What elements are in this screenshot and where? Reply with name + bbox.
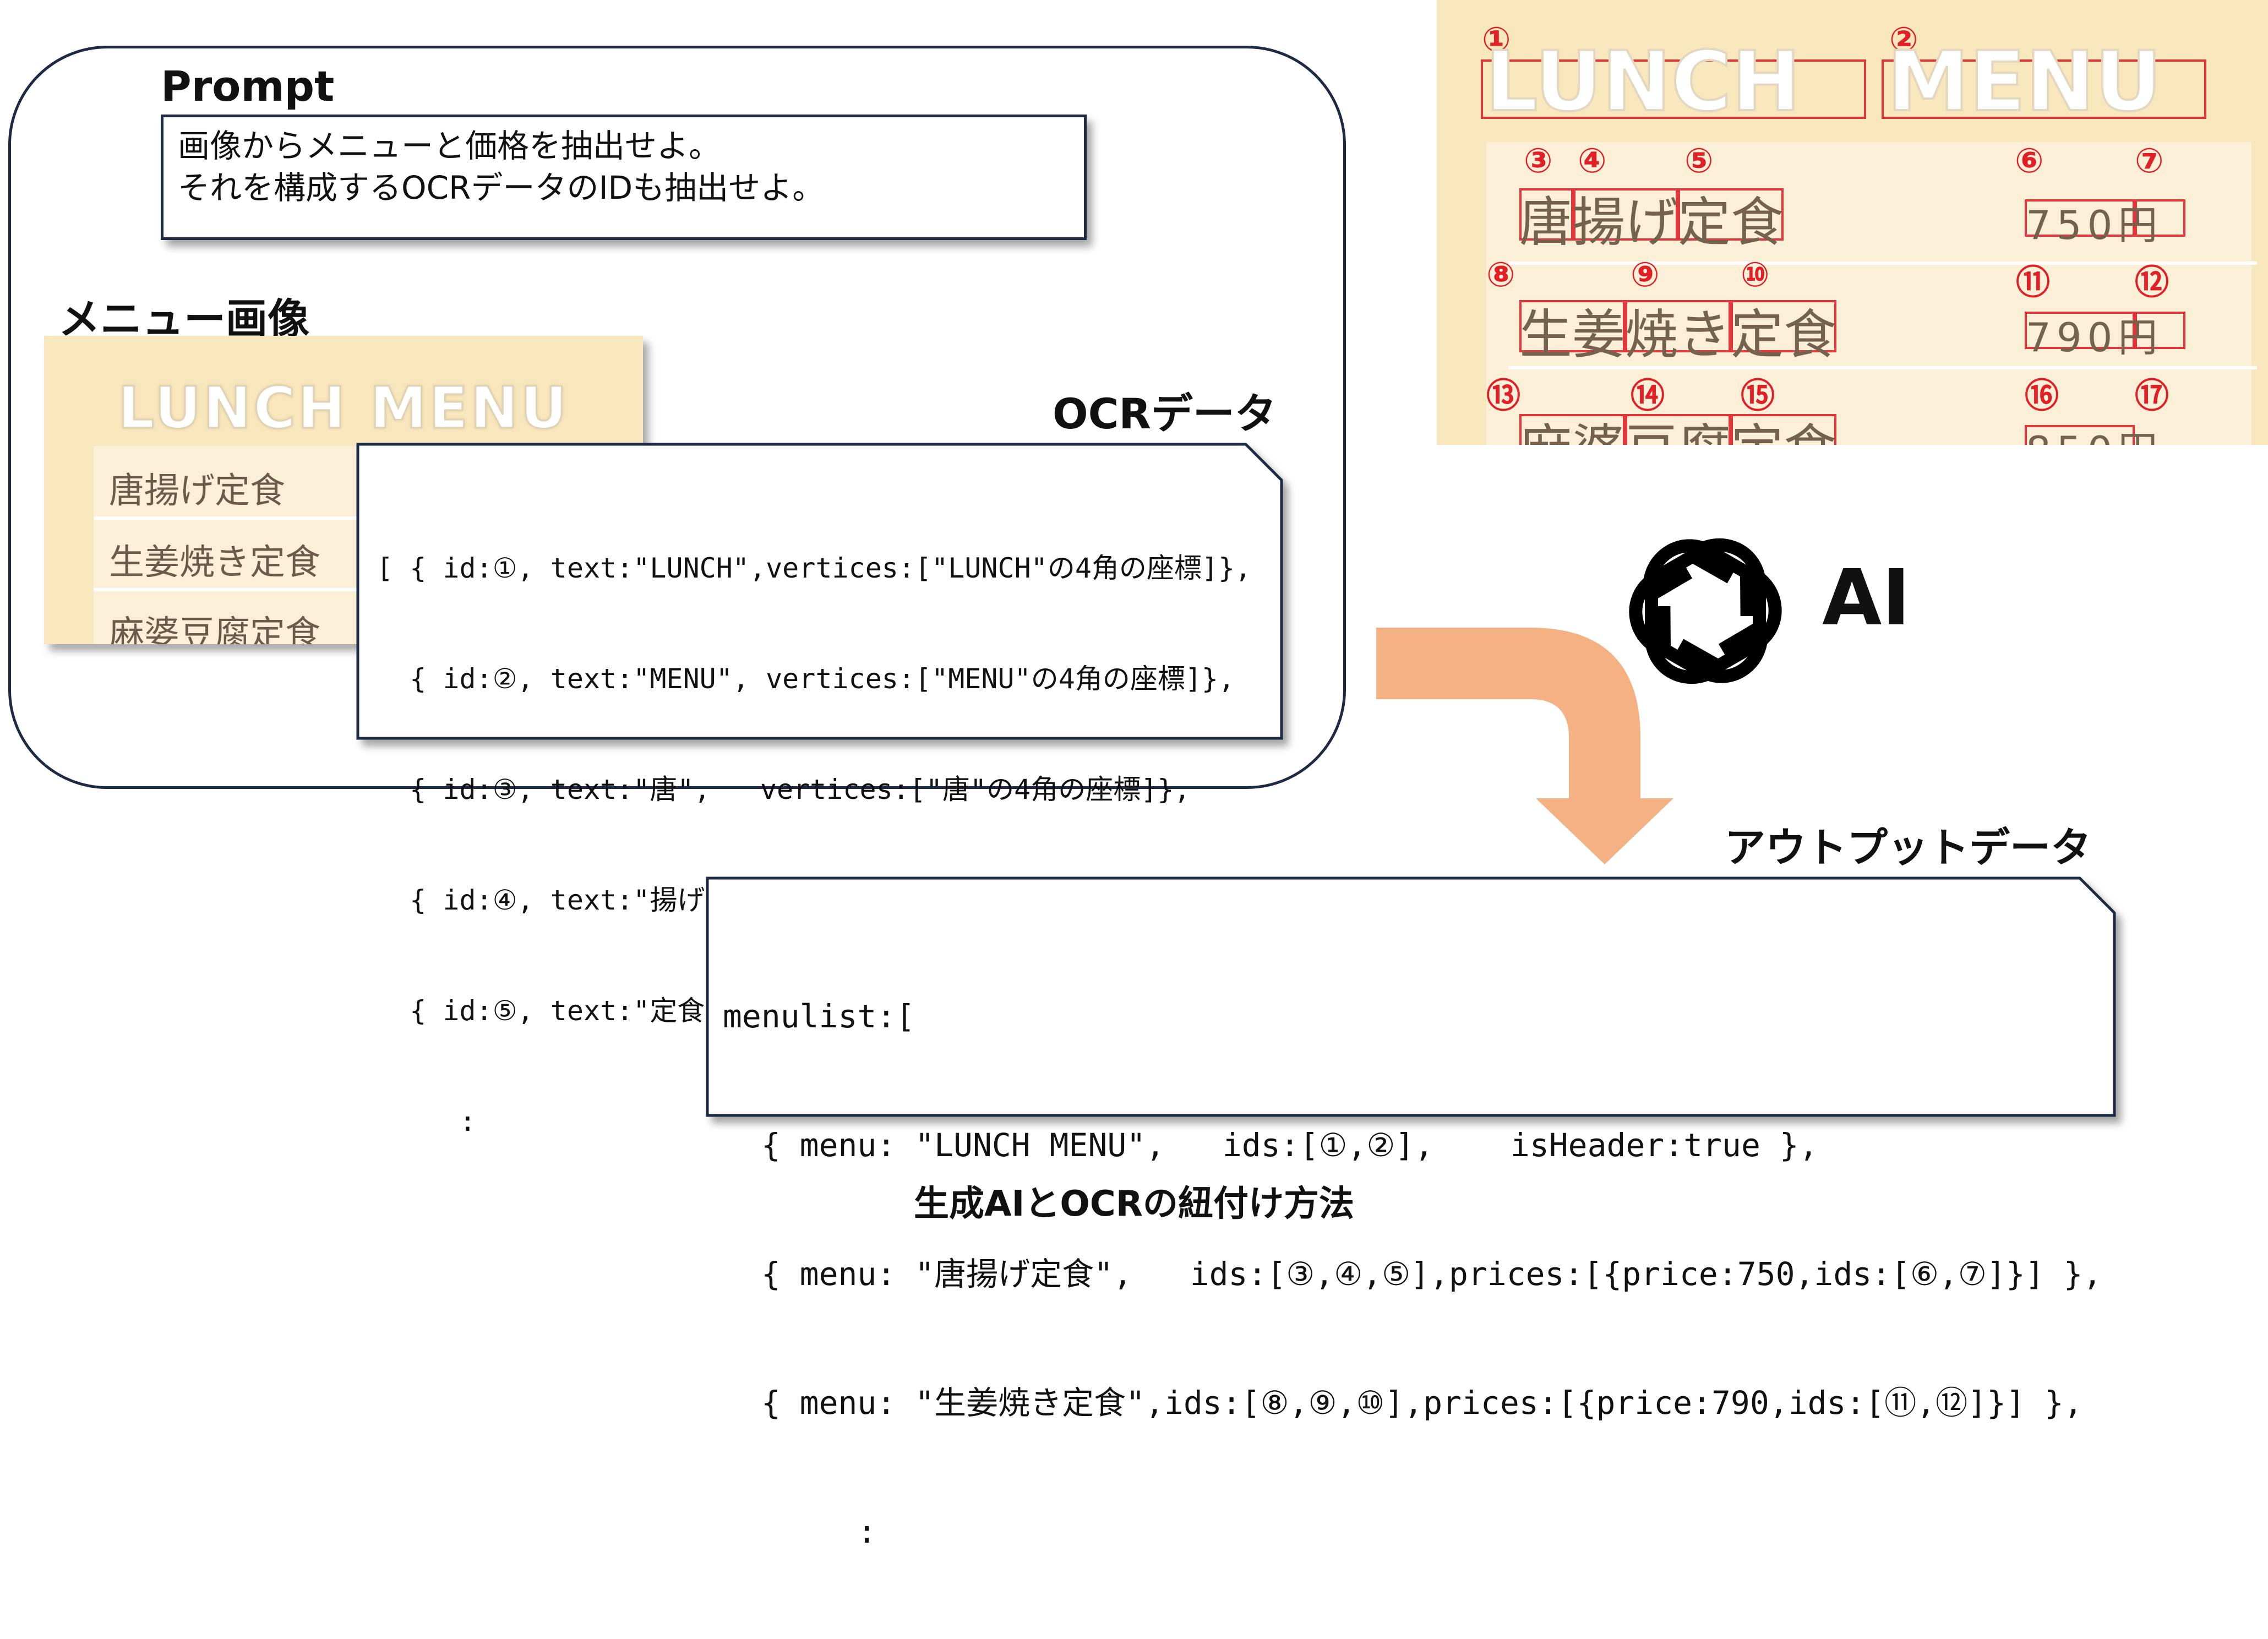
ocr-marker: ⑧ [1486,254,1515,295]
menu-image-title: LUNCH MENU [117,374,569,443]
ocr-bbox [1573,188,1678,241]
menu-item: 麻婆豆腐定食 [109,614,320,644]
ocr-bbox [1519,300,1625,352]
ocr-bbox [2135,199,2185,237]
menu-item: 唐揚げ定食 [109,471,285,511]
output-box-shape [706,876,2116,1117]
output-line: { menu: "LUNCH MENU", ids:[①,②], isHeade… [723,1126,1818,1164]
ocr-marker: ⑥ [2015,140,2044,181]
flow-arrow-icon [1376,628,1673,864]
output-line: { menu: "唐揚げ定食", ids:[③,④,⑤],prices:[{pr… [723,1255,2102,1293]
ocr-bbox [1519,188,1573,241]
zoom-word: MENU [1886,33,2163,131]
zoom-price: 790円 [2026,314,2163,361]
prompt-heading: Prompt [161,62,335,111]
ocr-marker: ⑩ [1741,254,1770,295]
ai-label: AI [1822,553,1911,643]
openai-logo-icon [1629,538,1782,684]
ocr-marker: ⑤ [1684,140,1714,181]
ocr-marker: ④ [1578,140,1607,181]
ocr-marker: ① [1482,19,1511,59]
ocr-marker: ⑦ [2135,140,2164,181]
zoom-char: 麻婆 [1519,418,1625,445]
zoom-char: 焼き [1625,304,1731,366]
ocr-marker: ⑯ [2025,375,2059,416]
ocr-bbox [1625,300,1731,352]
ocr-bbox [1731,414,1836,445]
prompt-box: 画像からメニューと価格を抽出せよ。 それを構成するOCRデータのIDも抽出せよ。 [161,115,1087,240]
zoom-char: 揚げ [1572,192,1678,253]
zoom-list-bg [1486,142,2251,445]
zoom-price: 850円 [2026,418,2163,445]
ocr-marker: ⑮ [1741,375,1775,416]
ocr-line: { id:②, text:"MENU", vertices:["MENU"の4角… [377,663,1235,695]
ocr-marker: ⑫ [2135,262,2169,302]
ocr-marker: ⑰ [2135,375,2169,416]
zoom-row-text: 生姜焼き定食 [1519,292,1836,368]
ocr-bbox [1882,59,2206,119]
prompt-line: 画像からメニューと価格を抽出せよ。 [178,127,721,165]
ocr-heading: OCRデータ [1053,389,1277,438]
ocr-marker: ⑨ [1631,254,1660,295]
ocr-box-shape [356,443,1283,740]
zoom-row-text: 唐揚げ定食 [1519,179,1784,256]
ocr-line: : [377,1106,476,1137]
output-line: menulist:[ [723,998,915,1035]
ocr-bbox [1481,59,1866,119]
zoom-price: 750円 [2026,202,2163,248]
zoom-char: 生姜 [1519,304,1625,366]
ocr-bbox [1731,300,1836,352]
menu-image-heading: メニュー画像 [58,295,309,344]
zoom-row-text: 麻婆豆腐定食 [1519,406,1836,445]
zoom-divider [1508,262,2257,265]
ocr-bbox [2025,312,2135,349]
ocr-marker: ③ [1524,140,1553,181]
ocr-marker: ⑭ [1631,375,1665,416]
zoom-word: LUNCH [1484,33,1802,131]
ocr-marker: ⑬ [1486,375,1521,416]
ocr-line: [ { id:①, text:"LUNCH",vertices:["LUNCH"… [377,552,1252,584]
ocr-bbox [1519,414,1625,445]
zoom-char: 唐 [1519,192,1572,253]
ocr-marker: ⑪ [2016,262,2051,302]
menu-item: 生姜焼き定食 [109,542,320,583]
ocr-line: { id:③, text:"唐", vertices:["唐"の4角の座標]}, [377,774,1191,805]
output-data-text: menulist:[ { menu: "LUNCH MENU", ids:[①,… [723,909,2102,1639]
ocr-marker: ② [1889,19,1918,59]
zoom-char: 豆腐 [1625,418,1731,445]
output-data-box: menulist:[ { menu: "LUNCH MENU", ids:[①,… [706,876,2116,1550]
zoom-char: 定食 [1678,192,1784,253]
zoom-char: 定食 [1731,418,1836,445]
prompt-line: それを構成するOCRデータのIDも抽出せよ。 [178,169,825,206]
zoom-divider [1508,366,2257,369]
ocr-bbox [2135,312,2185,349]
ocr-annotated-image: ① ② LUNCH MENU ③ ④ ⑤ ⑥ ⑦ 唐揚げ定食 750円 ⑧ ⑨ … [1437,0,2268,445]
output-line: : [723,1513,877,1550]
ocr-bbox [1678,188,1784,241]
ocr-data-box: [ { id:①, text:"LUNCH",vertices:["LUNCH"… [356,443,1283,1137]
ocr-bbox [2025,425,2135,445]
output-line: { menu: "生姜焼き定食",ids:[⑧,⑨,⑩],prices:[{pr… [723,1384,2083,1422]
output-heading: アウトプットデータ [1725,824,2091,872]
figure-caption: 生成AIとOCRの紐付け方法 [914,1184,1354,1224]
zoom-char: 定食 [1731,304,1836,366]
ocr-bbox [2025,199,2135,237]
ocr-bbox [1625,414,1731,445]
